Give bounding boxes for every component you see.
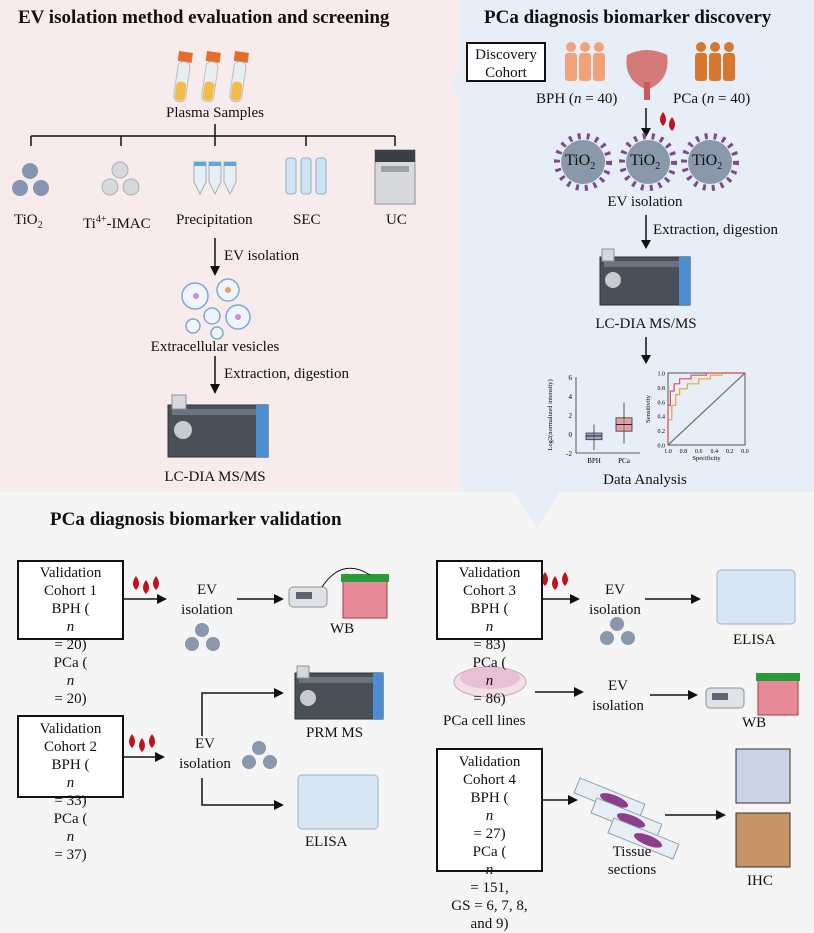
roc-ytick-label: 1.0 xyxy=(658,372,666,378)
roc-ytick-label: 0.2 xyxy=(658,429,666,435)
bead-label-1: TiO2 xyxy=(565,152,596,173)
step-ev-isolation-b: EV isolation xyxy=(607,194,683,210)
prm-ms-icon xyxy=(294,665,384,720)
pca-discovery-count: PCa (n = 40) xyxy=(673,91,751,107)
petri-dish-icon xyxy=(453,666,527,698)
box-ytick-label: 2 xyxy=(569,412,573,420)
box-plot: 6 4 2 0 -2 Log2(normalized intensity) BPH PCa xyxy=(547,374,640,465)
roc-xtick-label: 0.2 xyxy=(726,449,734,455)
plasma-tubes-icon xyxy=(173,51,249,103)
ms-label: LC-DIA MS/MS xyxy=(164,469,266,485)
roc-ytick-label: 0.0 xyxy=(658,444,666,450)
roc-xtick-label: 0.8 xyxy=(680,449,688,455)
roc-xlabel: Specificity xyxy=(692,455,721,462)
roc-xtick-label: 0.0 xyxy=(741,449,749,455)
box-category-label: BPH xyxy=(587,457,601,465)
step-extraction-digestion: Extraction, digestion xyxy=(224,366,349,382)
arrow-to-ev xyxy=(641,108,651,137)
prostate-icon xyxy=(626,50,668,100)
imac-beads-icon xyxy=(101,161,140,196)
panel-b-graphics xyxy=(554,42,739,364)
precipitation-tubes-icon xyxy=(193,161,237,196)
box-ytick-label: 6 xyxy=(569,374,573,382)
western-blot-icon-2 xyxy=(705,673,800,716)
box-ytick-label: -2 xyxy=(566,450,572,458)
extracellular-vesicles-label: Extracellular vesicles xyxy=(150,339,280,355)
method-label-sec: SEC xyxy=(293,212,321,228)
roc-ylabel: Sensitivity xyxy=(645,394,652,423)
method-label-imac: Ti4+-IMAC xyxy=(83,214,151,232)
panel-a-title: EV isolation method evaluation and scree… xyxy=(18,7,390,28)
cohort-1-result: WB xyxy=(330,621,355,637)
roc-xtick-label: 0.4 xyxy=(710,449,718,455)
roc-xtick-label: 0.6 xyxy=(695,449,703,455)
mass-spectrometer-icon-b xyxy=(599,248,691,306)
cell-lines-result: WB xyxy=(742,715,767,731)
box-category-label: PCa xyxy=(618,457,631,465)
plasma-samples-label: Plasma Samples xyxy=(166,105,264,121)
bead-label-3: TiO2 xyxy=(692,152,723,173)
step-extraction-b: Extraction, digestion xyxy=(653,222,778,238)
roc-curve xyxy=(667,372,746,446)
tio2-beads-icon xyxy=(12,163,49,196)
box-ytick-label: 4 xyxy=(569,393,573,401)
tissue-slides-icon xyxy=(573,777,680,860)
box-ylabel: Log2(normalized intensity) xyxy=(547,379,554,450)
panel-a-arrows xyxy=(210,238,220,394)
sec-columns-icon xyxy=(285,157,327,195)
cohort-3-result: ELISA xyxy=(733,632,776,648)
panel-a-graphics xyxy=(12,51,416,458)
ihc-result: IHC xyxy=(747,873,773,889)
elisa-plate-icon-2 xyxy=(716,569,796,625)
extracellular-vesicles-icon xyxy=(181,278,251,340)
ms-label-b: LC-DIA MS/MS xyxy=(595,316,697,332)
roc-ytick-label: 0.4 xyxy=(658,415,666,421)
panel-c-title: PCa diagnosis biomarker validation xyxy=(50,509,342,530)
bph-discovery-count: BPH (n = 40) xyxy=(536,91,618,107)
roc-curve xyxy=(667,372,745,445)
ihc-images-icon xyxy=(735,748,791,868)
box-ytick-label: 0 xyxy=(569,431,573,439)
panel-b-title: PCa diagnosis biomarker discovery xyxy=(484,7,772,28)
bph-people-icon xyxy=(565,42,605,81)
roc-xtick-label: 1.0 xyxy=(664,449,672,455)
bead-label-2: TiO2 xyxy=(630,152,661,173)
arrow-to-ms xyxy=(641,215,651,364)
ultracentrifuge-icon xyxy=(374,149,416,205)
elisa-plate-icon xyxy=(297,774,379,830)
mass-spectrometer-icon xyxy=(167,394,269,458)
panel-c-graphics xyxy=(124,567,800,868)
step-ev-isolation: EV isolation xyxy=(224,248,300,264)
method-branch-lines xyxy=(30,124,396,146)
tio2-bead-icons xyxy=(554,133,739,191)
blood-drop-icons xyxy=(129,572,568,752)
ev-bead-icons xyxy=(185,617,635,769)
pca-cell-lines-label: PCa cell lines xyxy=(443,713,526,729)
western-blot-icon xyxy=(288,567,389,619)
method-label-precipitation: Precipitation xyxy=(176,212,253,228)
method-label-tio2: TiO2 xyxy=(14,212,43,231)
data-analysis-charts: 6 4 2 0 -2 Log2(normalized intensity) BPH PCa 1… xyxy=(547,372,749,466)
cohort-2-result-prm: PRM MS xyxy=(306,725,364,741)
roc-curve xyxy=(667,372,745,445)
blood-drops-icon xyxy=(660,112,675,131)
roc-ytick-label: 0.6 xyxy=(658,400,666,406)
data-analysis-label: Data Analysis xyxy=(603,472,687,488)
method-label-uc: UC xyxy=(386,212,407,228)
roc-ytick-label: 0.8 xyxy=(658,386,666,392)
validation-arrows xyxy=(124,594,726,820)
cohort-2-result-elisa: ELISA xyxy=(305,834,348,850)
pca-people-icon xyxy=(695,42,735,81)
